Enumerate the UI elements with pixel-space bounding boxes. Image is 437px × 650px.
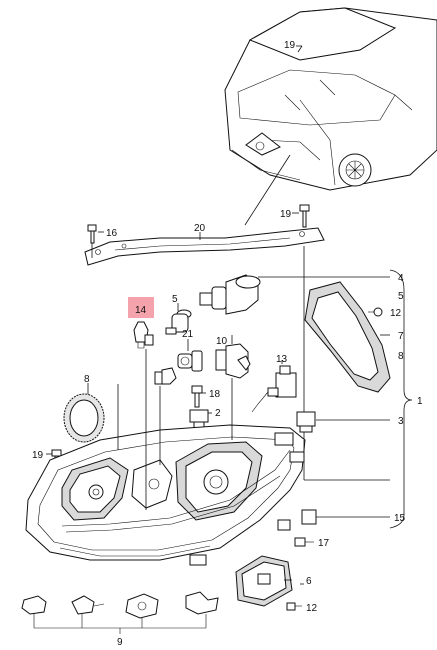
label-p5-left: 5 (172, 294, 178, 305)
part-2-clip (189, 409, 209, 431)
part-small-wedge-bulb (154, 367, 177, 385)
label-p19-left: 19 (32, 450, 44, 461)
label-p1: 1 (417, 396, 423, 407)
part-18-screw (191, 385, 203, 408)
part-21-socket (177, 350, 203, 372)
label-p13: 13 (276, 354, 288, 365)
car-illustration (224, 7, 437, 191)
label-p9: 9 (117, 637, 123, 648)
label-p12-bottom: 12 (306, 603, 318, 614)
part-15-bracket (301, 509, 317, 525)
label-p19-top: 19 (284, 40, 296, 51)
part-3-clip (296, 411, 316, 433)
label-p2: 2 (215, 408, 221, 419)
label-p16: 16 (106, 228, 118, 239)
label-p15: 15 (394, 513, 406, 524)
part-17-screw (294, 537, 314, 547)
part-16-bolt (87, 224, 97, 244)
part-19-bolt-top (299, 204, 310, 228)
part-9-connectors (21, 591, 219, 634)
part-13-xenon-bulb (251, 365, 297, 413)
part-12-screw-top (368, 307, 383, 317)
label-p20: 20 (194, 223, 206, 234)
label-p8-left: 8 (84, 374, 90, 385)
label-p7: 7 (398, 331, 404, 342)
label-p18: 18 (209, 389, 221, 400)
part-8-sealing-ring (63, 393, 105, 443)
part-12-screw-bottom (286, 602, 302, 611)
part-20-bracket (84, 227, 325, 266)
label-p19-mid: 19 (280, 209, 292, 220)
label-p21: 21 (182, 329, 194, 340)
label-p3: 3 (398, 416, 404, 427)
label-p10: 10 (216, 336, 228, 347)
headlight-housing (25, 424, 306, 566)
label-p14: 14 (135, 305, 147, 316)
label-p5-right: 5 (398, 291, 404, 302)
part-7-cover (304, 281, 391, 393)
label-p17: 17 (318, 538, 330, 549)
label-p4: 4 (398, 273, 404, 284)
label-p6: 6 (306, 576, 312, 587)
part-10-h7-bulb (215, 343, 251, 379)
part-6-control-unit (235, 555, 293, 607)
part-14-bulb (133, 321, 154, 349)
part-4-dual-bulb (199, 274, 261, 315)
part-5-bulb (165, 309, 192, 335)
label-p8-right: 8 (398, 351, 404, 362)
part-14-highlight (128, 297, 154, 318)
label-p12-top: 12 (390, 308, 402, 319)
